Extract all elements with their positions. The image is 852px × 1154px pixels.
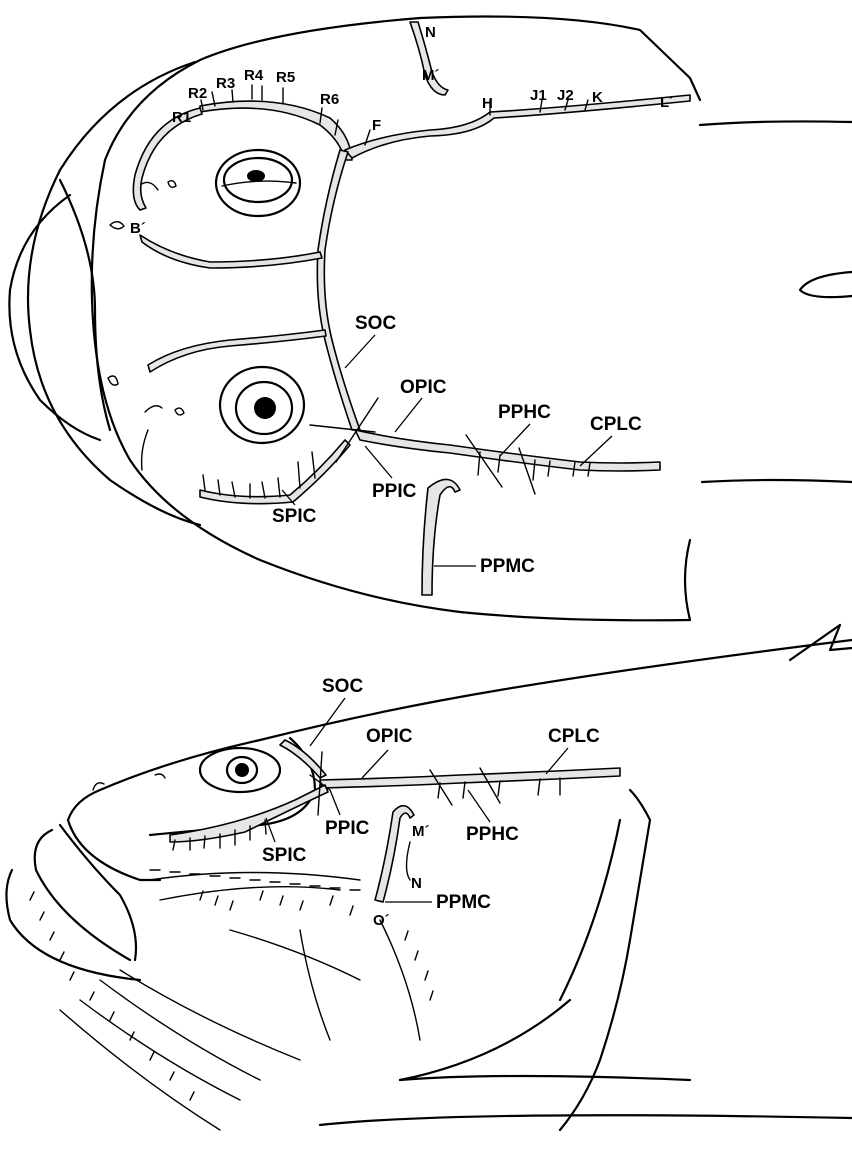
top-body-pectoral bbox=[800, 272, 852, 297]
label-r4: R4 bbox=[244, 67, 264, 84]
ppmc-canal bbox=[422, 479, 460, 595]
leader-soc-top bbox=[345, 335, 375, 368]
label-ppmc-side: PPMC bbox=[436, 892, 491, 913]
upper-pupil bbox=[247, 170, 265, 182]
label-spic-top: SPIC bbox=[272, 506, 317, 527]
spic-canal bbox=[200, 440, 350, 504]
label-spic-side: SPIC bbox=[262, 845, 307, 866]
label-r5: R5 bbox=[276, 69, 295, 86]
upper-supraorbital-canal bbox=[200, 101, 352, 160]
upper-trunk-canal bbox=[345, 95, 690, 158]
label-r3: R3 bbox=[216, 75, 235, 92]
label-m-prime-side: M´ bbox=[412, 823, 430, 840]
label-n-side: N bbox=[411, 875, 422, 892]
opic-pphc-cplc-canal bbox=[355, 430, 660, 471]
label-opic-side: OPIC bbox=[366, 726, 413, 747]
nostril-mark bbox=[175, 408, 184, 415]
side-dorsal-fin-tip bbox=[790, 625, 852, 660]
label-r1: R1 bbox=[172, 109, 191, 126]
side-interopercle bbox=[400, 1000, 570, 1080]
label-pphc-side: PPHC bbox=[466, 824, 519, 845]
label-j2: J2 bbox=[557, 87, 574, 104]
top-head-view: N M´ H J1 J2 K L´ R2 R1 R3 R4 R5 R6 F B´… bbox=[9, 17, 852, 621]
side-body-lower-1 bbox=[400, 1076, 690, 1080]
top-body-line-2 bbox=[702, 480, 852, 482]
side-lip-2 bbox=[35, 830, 130, 960]
label-ppmc-top: PPMC bbox=[480, 556, 535, 577]
side-ppmc-branch bbox=[407, 842, 411, 880]
lower-cross-canal bbox=[148, 330, 326, 372]
leader-opic-top bbox=[395, 398, 422, 432]
ppic-cross-line bbox=[310, 425, 375, 432]
leader-ppic-side bbox=[330, 790, 340, 815]
label-ppic-side: PPIC bbox=[325, 818, 370, 839]
side-body-lower-3 bbox=[560, 820, 620, 1000]
leader-pphc-top bbox=[500, 424, 530, 456]
mark bbox=[140, 182, 158, 190]
side-upper-lip bbox=[68, 790, 160, 880]
label-k: K bbox=[592, 89, 603, 106]
top-snout-arc-2 bbox=[9, 195, 100, 440]
label-r6: R6 bbox=[320, 91, 339, 108]
label-soc-top: SOC bbox=[355, 313, 396, 334]
label-o-prime-side: O´ bbox=[373, 912, 390, 929]
label-l-prime: L´ bbox=[660, 94, 674, 111]
side-head-contour bbox=[150, 738, 315, 835]
b-prime-canal bbox=[140, 235, 322, 268]
label-pphc-top: PPHC bbox=[498, 402, 551, 423]
label-b-prime: B´ bbox=[130, 220, 146, 237]
label-ppic-top: PPIC bbox=[372, 481, 417, 502]
label-r2: R2 bbox=[188, 85, 207, 102]
top-body-line-1 bbox=[700, 121, 852, 125]
ppic-cross-line bbox=[336, 398, 378, 462]
mark bbox=[145, 406, 162, 412]
side-lip-3 bbox=[6, 870, 140, 980]
side-nostril bbox=[155, 774, 165, 778]
side-lateral-canal bbox=[320, 768, 620, 788]
soc-vertical-canal bbox=[317, 150, 360, 430]
label-soc-side: SOC bbox=[322, 676, 363, 697]
leader-pphc-side bbox=[468, 790, 490, 822]
top-snout-arc-1 bbox=[28, 62, 200, 525]
label-h: H bbox=[482, 95, 493, 112]
label-cplc-side: CPLC bbox=[548, 726, 600, 747]
side-spic-canal bbox=[170, 785, 328, 842]
label-cplc-top: CPLC bbox=[590, 414, 642, 435]
side-body-lower-2 bbox=[320, 1115, 852, 1125]
label-n: N bbox=[425, 24, 436, 41]
leader-ppic-top bbox=[365, 446, 392, 478]
leader-opic-side bbox=[362, 750, 388, 778]
side-dorsal-outline bbox=[100, 640, 852, 790]
nostril-mark bbox=[108, 376, 118, 385]
upper-eye-line bbox=[222, 181, 296, 186]
side-cheek-texture bbox=[60, 873, 420, 1131]
label-m-prime: M´ bbox=[422, 67, 440, 84]
mark bbox=[142, 430, 148, 470]
pphc-cross-line bbox=[466, 435, 502, 487]
leader-cplc-top bbox=[580, 436, 612, 466]
upper-eye-icon bbox=[216, 150, 300, 216]
side-soc-canal bbox=[280, 740, 326, 778]
nostril-mark bbox=[168, 181, 176, 188]
side-head-view: SOC OPIC CPLC PPIC SPIC M´ PPHC N PPMC O… bbox=[6, 625, 852, 1130]
label-f: F bbox=[372, 117, 381, 134]
nostril-mark bbox=[110, 222, 124, 229]
top-gill-edge bbox=[685, 540, 690, 620]
upper-infraorbital-canal bbox=[133, 108, 202, 210]
side-pupil bbox=[235, 763, 249, 777]
lower-pupil bbox=[254, 397, 276, 419]
label-j1: J1 bbox=[530, 87, 547, 104]
label-opic-top: OPIC bbox=[400, 377, 447, 398]
